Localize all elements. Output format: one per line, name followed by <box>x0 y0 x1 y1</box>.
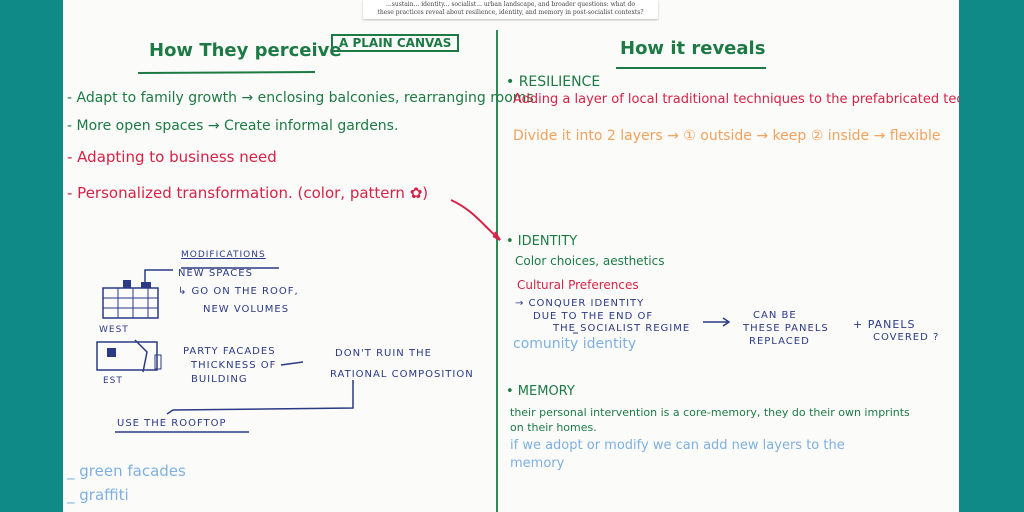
center-divider <box>496 30 498 512</box>
community-identity-label: comunity identity <box>513 336 637 352</box>
resilience-title: • RESILIENCE <box>506 74 601 90</box>
memory-title: • MEMORY <box>506 384 575 399</box>
marker-strokes <box>96 67 766 433</box>
est-label: EST <box>103 376 123 386</box>
graffiti-item: _ graffiti <box>67 486 129 504</box>
replaced-label: REPLACED <box>749 336 810 347</box>
perceive-item-1: - Adapt to family growth → enclosing bal… <box>67 90 534 106</box>
modifications-title: MODIFICATIONS <box>181 250 266 260</box>
use-rooftop-label: USE THE ROOFTOP <box>117 418 227 429</box>
west-label: WEST <box>99 325 129 335</box>
right-heading: How it reveals <box>620 38 766 59</box>
conquer-identity-line-1: → CONQUER IDENTITY <box>515 298 645 309</box>
green-facades-item: _ green facades <box>67 462 186 480</box>
party-facades-label: PARTY FACADES <box>183 346 276 357</box>
perceive-item-2: - More open spaces → Create informal gar… <box>67 118 399 134</box>
perceive-item-3: - Adapting to business need <box>67 148 277 166</box>
resilience-line-2: Divide it into 2 layers → ① outside → ke… <box>513 128 941 144</box>
covered-label: COVERED ? <box>873 332 940 343</box>
rational-composition-label: RATIONAL COMPOSITION <box>330 369 474 380</box>
printed-note-line-2: these practices reveal about resilience,… <box>377 9 644 16</box>
printed-note: ...sustain... identity... socialist... u… <box>363 0 658 19</box>
panels-label: + PANELS <box>853 318 916 331</box>
perceive-item-4: - Personalized transformation. (color, p… <box>67 184 429 202</box>
go-roof-label: ↳ GO ON THE ROOF, <box>178 286 299 297</box>
identity-title: • IDENTITY <box>506 234 578 249</box>
memory-line-1: their personal intervention is a core-me… <box>510 406 910 419</box>
resilience-line-1: Adding a layer of local traditional tech… <box>513 92 959 107</box>
plain-canvas-label: A PLAIN CANVAS <box>331 34 460 52</box>
conquer-identity-line-3: THE SOCIALIST REGIME <box>553 323 691 334</box>
thickness-label: THICKNESS OF <box>191 360 277 371</box>
new-volumes-label: NEW VOLUMES <box>203 304 290 315</box>
these-panels-label: THESE PANELS <box>743 323 829 334</box>
can-be-label: CAN BE <box>753 310 797 321</box>
printed-note-line-1: ...sustain... identity... socialist... u… <box>386 1 635 8</box>
memory-line-4: memory <box>510 456 565 471</box>
building-label: BUILDING <box>191 374 248 385</box>
new-spaces-label: NEW SPACES <box>178 268 253 279</box>
identity-line-2: Cultural Preferences <box>517 278 639 292</box>
conquer-identity-line-2: DUE TO THE END OF <box>533 311 654 322</box>
left-heading: How They perceive <box>149 40 342 61</box>
dont-ruin-label: DON'T RUIN THE <box>335 348 432 359</box>
whiteboard: ...sustain... identity... socialist... u… <box>63 0 959 512</box>
identity-line-1: Color choices, aesthetics <box>515 254 665 268</box>
memory-line-3: if we adopt or modify we can add new lay… <box>510 438 845 453</box>
memory-line-2: on their homes. <box>510 421 597 434</box>
